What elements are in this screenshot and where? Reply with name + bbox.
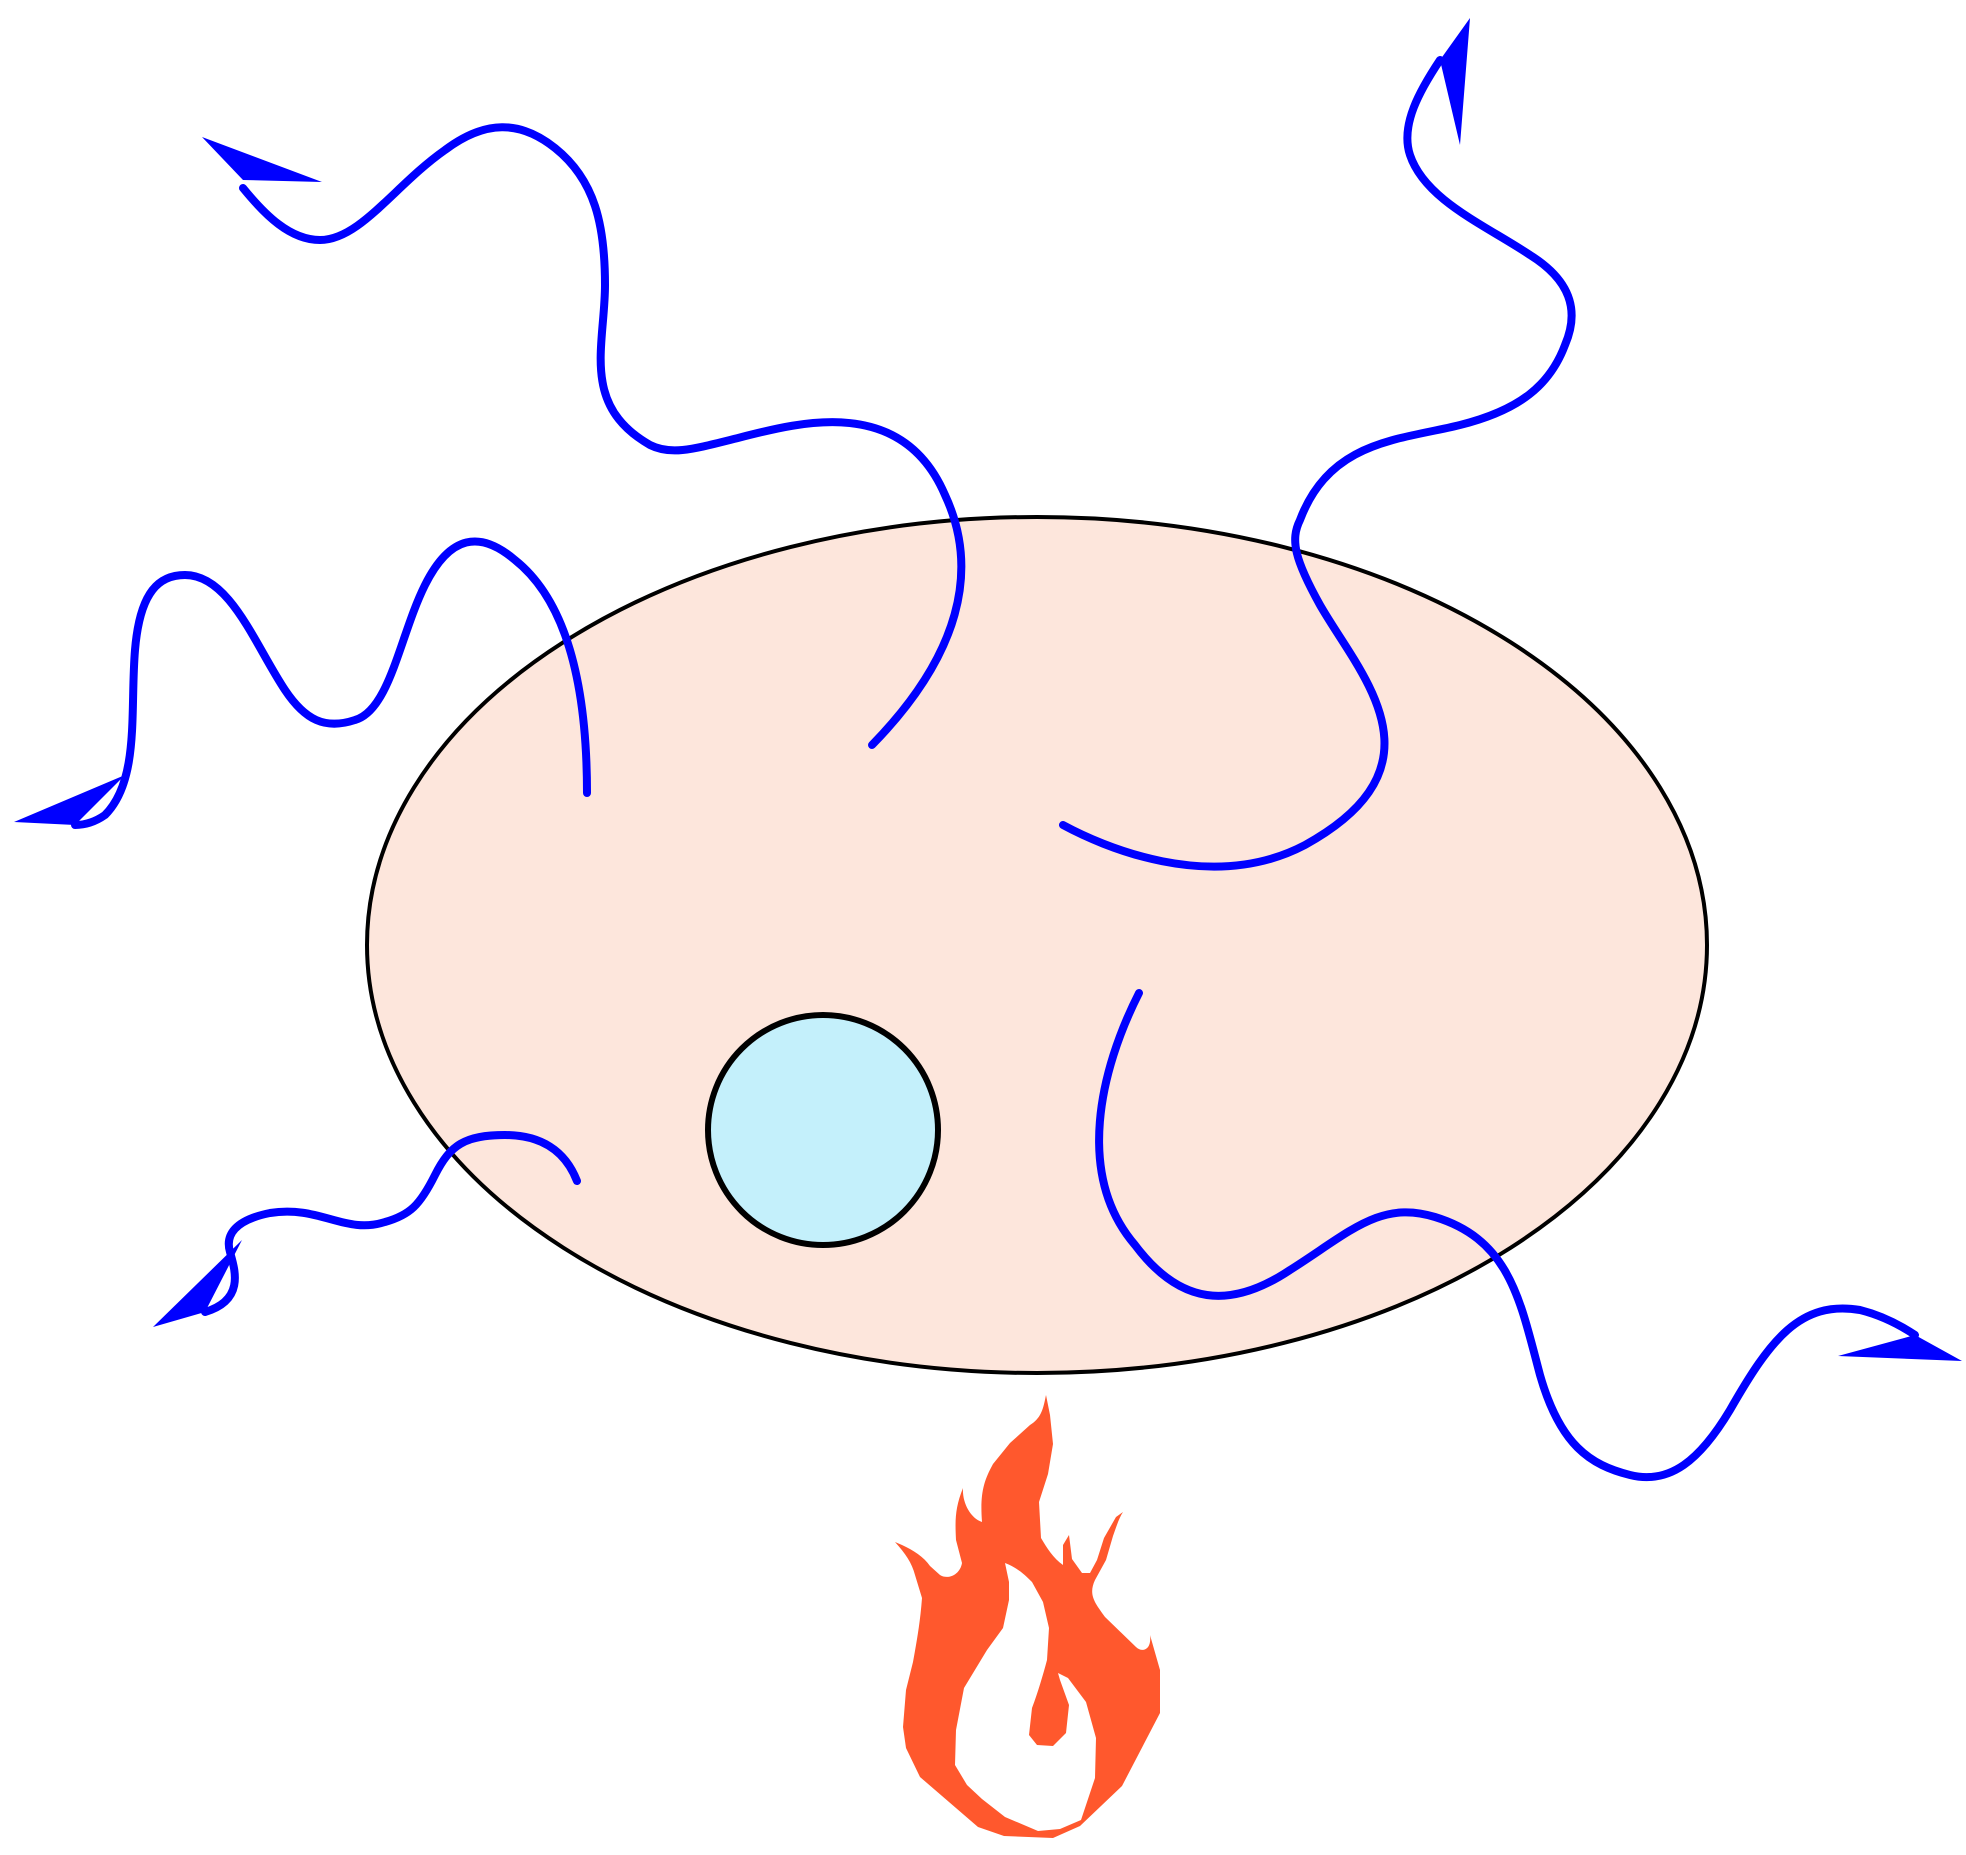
arrowhead-icon xyxy=(1362,18,1470,145)
arrowhead-icon xyxy=(14,775,125,885)
flame-icon xyxy=(895,1395,1160,1838)
small-circle xyxy=(708,1015,938,1245)
arrowhead-icon xyxy=(153,1240,278,1350)
